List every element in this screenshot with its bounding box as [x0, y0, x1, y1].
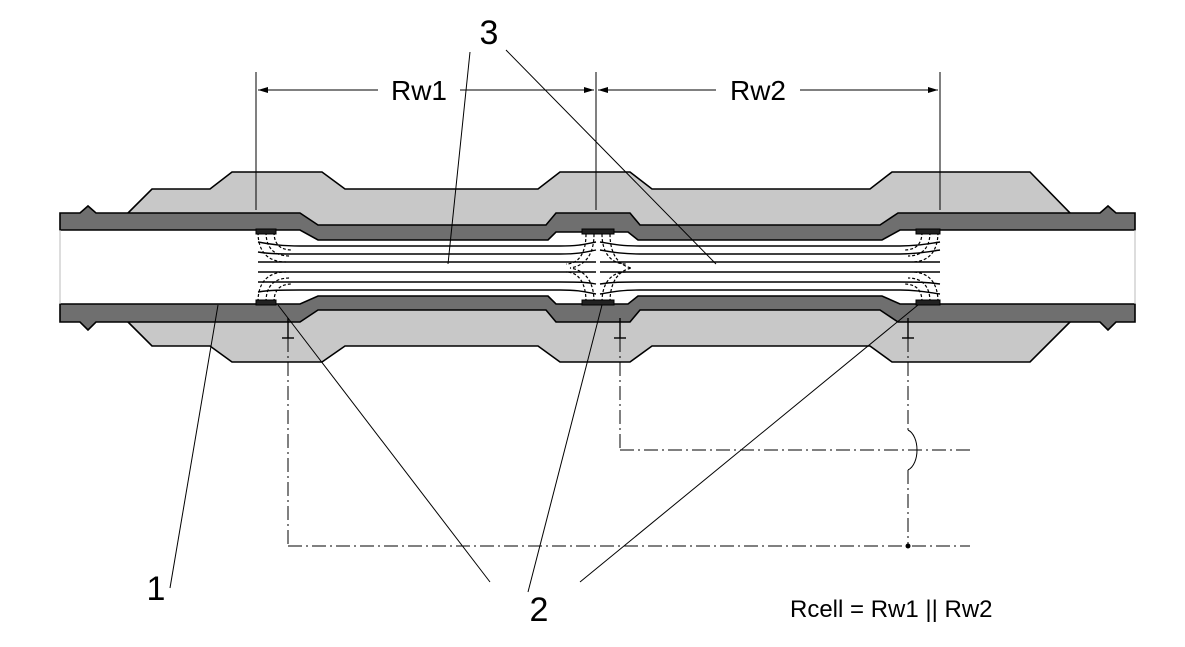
- wire-crossover-hop: [907, 429, 918, 471]
- contact-fan-left: [257, 231, 293, 303]
- dimension-lines: [255, 72, 941, 210]
- electrode-terminals: [282, 318, 914, 339]
- label-number-1: 1: [147, 570, 166, 608]
- wire-junction-dot: [905, 543, 911, 549]
- label-rw2: Rw2: [730, 75, 786, 106]
- formula-rcell: Rcell = Rw1 || Rw2: [790, 596, 993, 623]
- inner-bore: [60, 230, 1135, 304]
- contact-fan-right: [903, 231, 939, 303]
- circuit-wiring: [287, 338, 970, 547]
- leader-lines: [169, 49, 919, 593]
- lower-wall: [59, 295, 1136, 332]
- label-number-2: 2: [530, 591, 549, 629]
- upper-wall: [59, 204, 1136, 241]
- label-rw1: Rw1: [391, 75, 447, 106]
- electrode-contacts: [255, 228, 941, 306]
- dimension-arrowheads: [258, 87, 938, 93]
- label-number-3: 3: [480, 14, 499, 52]
- contact-fan-middle: [565, 233, 633, 303]
- fiber-bundle: [257, 241, 941, 295]
